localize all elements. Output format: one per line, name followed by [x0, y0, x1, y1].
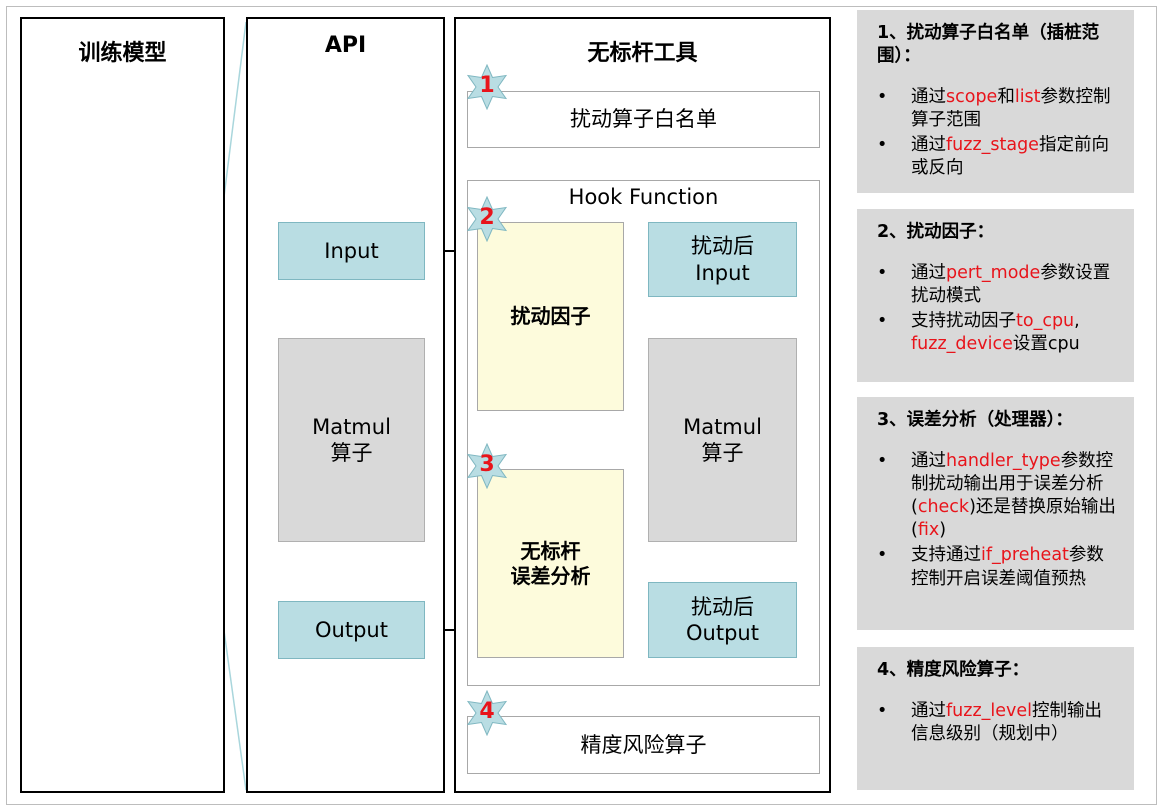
api-title: API	[324, 33, 367, 58]
error-analysis-box: 无标杆 误差分析	[477, 469, 624, 658]
step-2-number: 2	[479, 205, 495, 230]
note-error-analysis: 3、误差分析（处理器）： • 通过handler_type参数控制扰动输出用于误差…	[857, 397, 1134, 630]
parameter-name: fuzz_device	[911, 334, 1013, 355]
precision-risk-box: 精度风险算子	[467, 716, 820, 774]
note-title: 4、精度风险算子：	[877, 660, 1030, 680]
bullet-icon: •	[877, 135, 888, 156]
note-text: )还是替换原始输出(	[911, 497, 1116, 541]
note-list: • 通过fuzz_level控制输出信息级别（规划中）	[877, 700, 1118, 746]
bullet-icon: •	[877, 451, 888, 472]
note-text: 通过	[911, 87, 946, 108]
parameter-name: check	[917, 497, 970, 518]
note-text: 控制输出信息级别（规划中）	[911, 701, 1102, 745]
note-list: • 通过pert_mode参数设置扰动模式 • 支持扰动因子to_cpu, fuzz_…	[877, 262, 1118, 356]
note-text: 通过	[911, 701, 946, 722]
perturb-factor-box: 扰动因子	[477, 222, 624, 411]
note-bullet-item: • 通过pert_mode参数设置扰动模式	[877, 262, 1118, 308]
perturbed-input-box: 扰动后 Input	[648, 222, 797, 297]
step-4-star-icon: 4	[464, 689, 510, 737]
note-text: 通过	[911, 451, 946, 472]
step-4-number: 4	[479, 699, 495, 724]
parameter-name: fuzz_stage	[946, 135, 1039, 156]
star-shape-icon	[466, 442, 508, 490]
whitelist-box: 扰动算子白名单	[467, 91, 820, 148]
note-text: )	[939, 520, 947, 541]
parameter-name: to_cpu	[1016, 311, 1075, 332]
note-precision-risk: 4、精度风险算子： • 通过fuzz_level控制输出信息级别（规划中）	[857, 647, 1134, 790]
note-text: 通过	[911, 135, 946, 156]
parameter-name: handler_type	[946, 451, 1061, 472]
note-text: 参数设置扰动模式	[911, 263, 1111, 307]
parameter-name: fix	[917, 520, 940, 541]
hook-function-label: Hook Function	[568, 185, 719, 209]
note-bullet-item: • 支持扰动因子to_cpu, fuzz_device设置cpu	[877, 310, 1118, 356]
parameter-name: scope	[946, 87, 998, 108]
perturbed-output-box: 扰动后 Output	[648, 582, 797, 658]
note-text: 和	[997, 87, 1015, 108]
note-bullet-item: • 通过fuzz_stage指定前向或反向	[877, 134, 1118, 180]
bullet-icon: •	[877, 87, 888, 108]
step-1-star-icon: 1	[464, 63, 510, 111]
parameter-name: list	[1014, 87, 1041, 108]
note-list: •通过scope和list参数控制算子范围•通过fuzz_stage指定前向或反…	[877, 86, 1118, 180]
tool-matmul-box: Matmul 算子	[648, 338, 797, 542]
note-whitelist: 1、扰动算子白名单（插桩范围）： •通过scope和list参数控制算子范围•通…	[857, 10, 1134, 193]
note-text: ,	[1074, 311, 1080, 332]
bullet-icon: •	[877, 263, 888, 284]
training-model-title: 训练模型	[78, 41, 167, 66]
star-shape-icon	[466, 63, 508, 111]
step-1-number: 1	[479, 73, 495, 98]
bullet-icon: •	[877, 311, 888, 332]
note-title: 2、扰动因子：	[877, 222, 995, 242]
api-matmul-box: Matmul 算子	[278, 338, 425, 542]
note-bullet-item: • 通过scope和list参数控制算子范围	[877, 86, 1118, 132]
training-model-panel: 训练模型	[20, 17, 225, 793]
note-bullet-item: • 通过fuzz_level控制输出信息级别（规划中）	[877, 700, 1118, 746]
note-perturb-factor: 2、扰动因子： • 通过pert_mode参数设置扰动模式 • 支持扰动因子to_cp…	[857, 209, 1134, 382]
note-list: • 通过handler_type参数控制扰动输出用于误差分析(check)还是替换…	[877, 450, 1118, 591]
note-text: 通过	[911, 263, 946, 284]
tool-title: 无标杆工具	[587, 41, 698, 66]
note-title: 3、误差分析（处理器）：	[877, 410, 1073, 430]
step-3-star-icon: 3	[464, 442, 510, 490]
note-text: 设置cpu	[1012, 334, 1080, 355]
parameter-name: if_preheat	[981, 545, 1069, 566]
outer-frame	[6, 6, 1157, 805]
bullet-icon: •	[877, 545, 888, 566]
star-shape-icon	[466, 195, 508, 243]
api-output-box: Output	[278, 601, 425, 659]
parameter-name: fuzz_level	[946, 701, 1032, 722]
step-3-number: 3	[479, 452, 495, 477]
note-text: 参数控制扰动输出用于误差分析(	[911, 451, 1114, 518]
api-input-box: Input	[278, 222, 425, 280]
step-2-star-icon: 2	[464, 195, 510, 243]
parameter-name: pert_mode	[946, 263, 1041, 284]
note-title: 1、扰动算子白名单（插桩范围）：	[877, 23, 1100, 67]
note-text: 指定前向或反向	[911, 135, 1109, 179]
note-text: 支持扰动因子	[911, 311, 1016, 332]
star-shape-icon	[466, 689, 508, 737]
note-bullet-item: • 支持通过if_preheat参数控制开启误差阈值预热	[877, 544, 1118, 590]
bullet-icon: •	[877, 701, 888, 722]
note-text: 支持通过	[911, 545, 981, 566]
note-text: 参数控制开启误差阈值预热	[911, 545, 1104, 589]
note-bullet-item: • 通过handler_type参数控制扰动输出用于误差分析(check)还是替换…	[877, 450, 1118, 542]
note-text: 参数控制算子范围	[911, 87, 1111, 131]
